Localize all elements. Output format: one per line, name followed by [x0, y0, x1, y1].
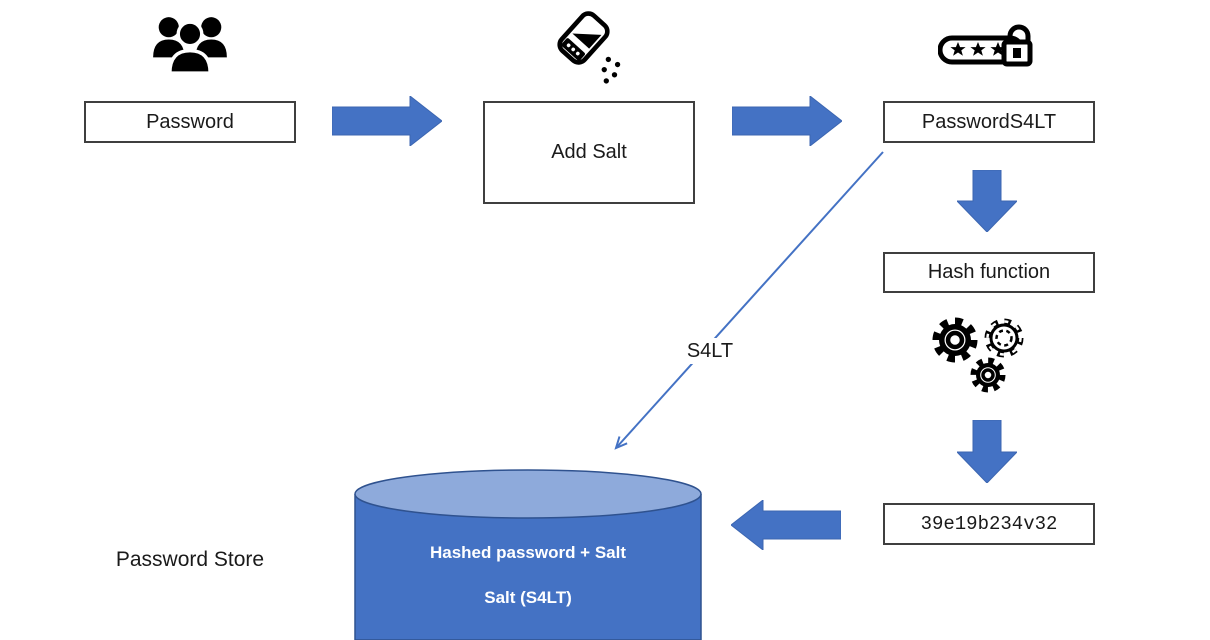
arrow-passwordsalt-to-hash [957, 170, 1017, 232]
arrow-password-to-addsalt [332, 96, 442, 146]
database-cylinder [354, 469, 702, 640]
password-lock-icon [938, 24, 1033, 67]
arrow-output-to-store [731, 500, 841, 550]
node-hash-output: 39e19b234v32 [883, 503, 1095, 545]
arrow-salt-to-store [614, 151, 884, 450]
gears-icon [932, 317, 1024, 393]
node-password: Password [84, 101, 296, 143]
node-password-salt: PasswordS4LT [883, 101, 1095, 143]
salt-shaker-icon [557, 11, 621, 84]
arrow-addsalt-to-passwordsalt [732, 96, 842, 146]
node-password-label: Password [146, 110, 234, 133]
users-icon [153, 17, 227, 75]
node-hash-function-label: Hash function [927, 261, 1051, 283]
node-hash-output-label: 39e19b234v32 [920, 513, 1058, 535]
node-hash-function: Hash function [883, 252, 1095, 293]
node-password-salt-label: PasswordS4LT [921, 110, 1057, 133]
store-line2: Salt (S4LT) [484, 588, 572, 607]
node-add-salt-label: Add Salt [551, 141, 627, 163]
store-line1: Hashed password + Salt [429, 543, 627, 562]
salt-edge-label: S4LT [670, 338, 750, 364]
password-store-caption: Password Store [115, 548, 265, 571]
arrow-hash-to-output [957, 420, 1017, 483]
node-add-salt: Add Salt [483, 101, 695, 204]
